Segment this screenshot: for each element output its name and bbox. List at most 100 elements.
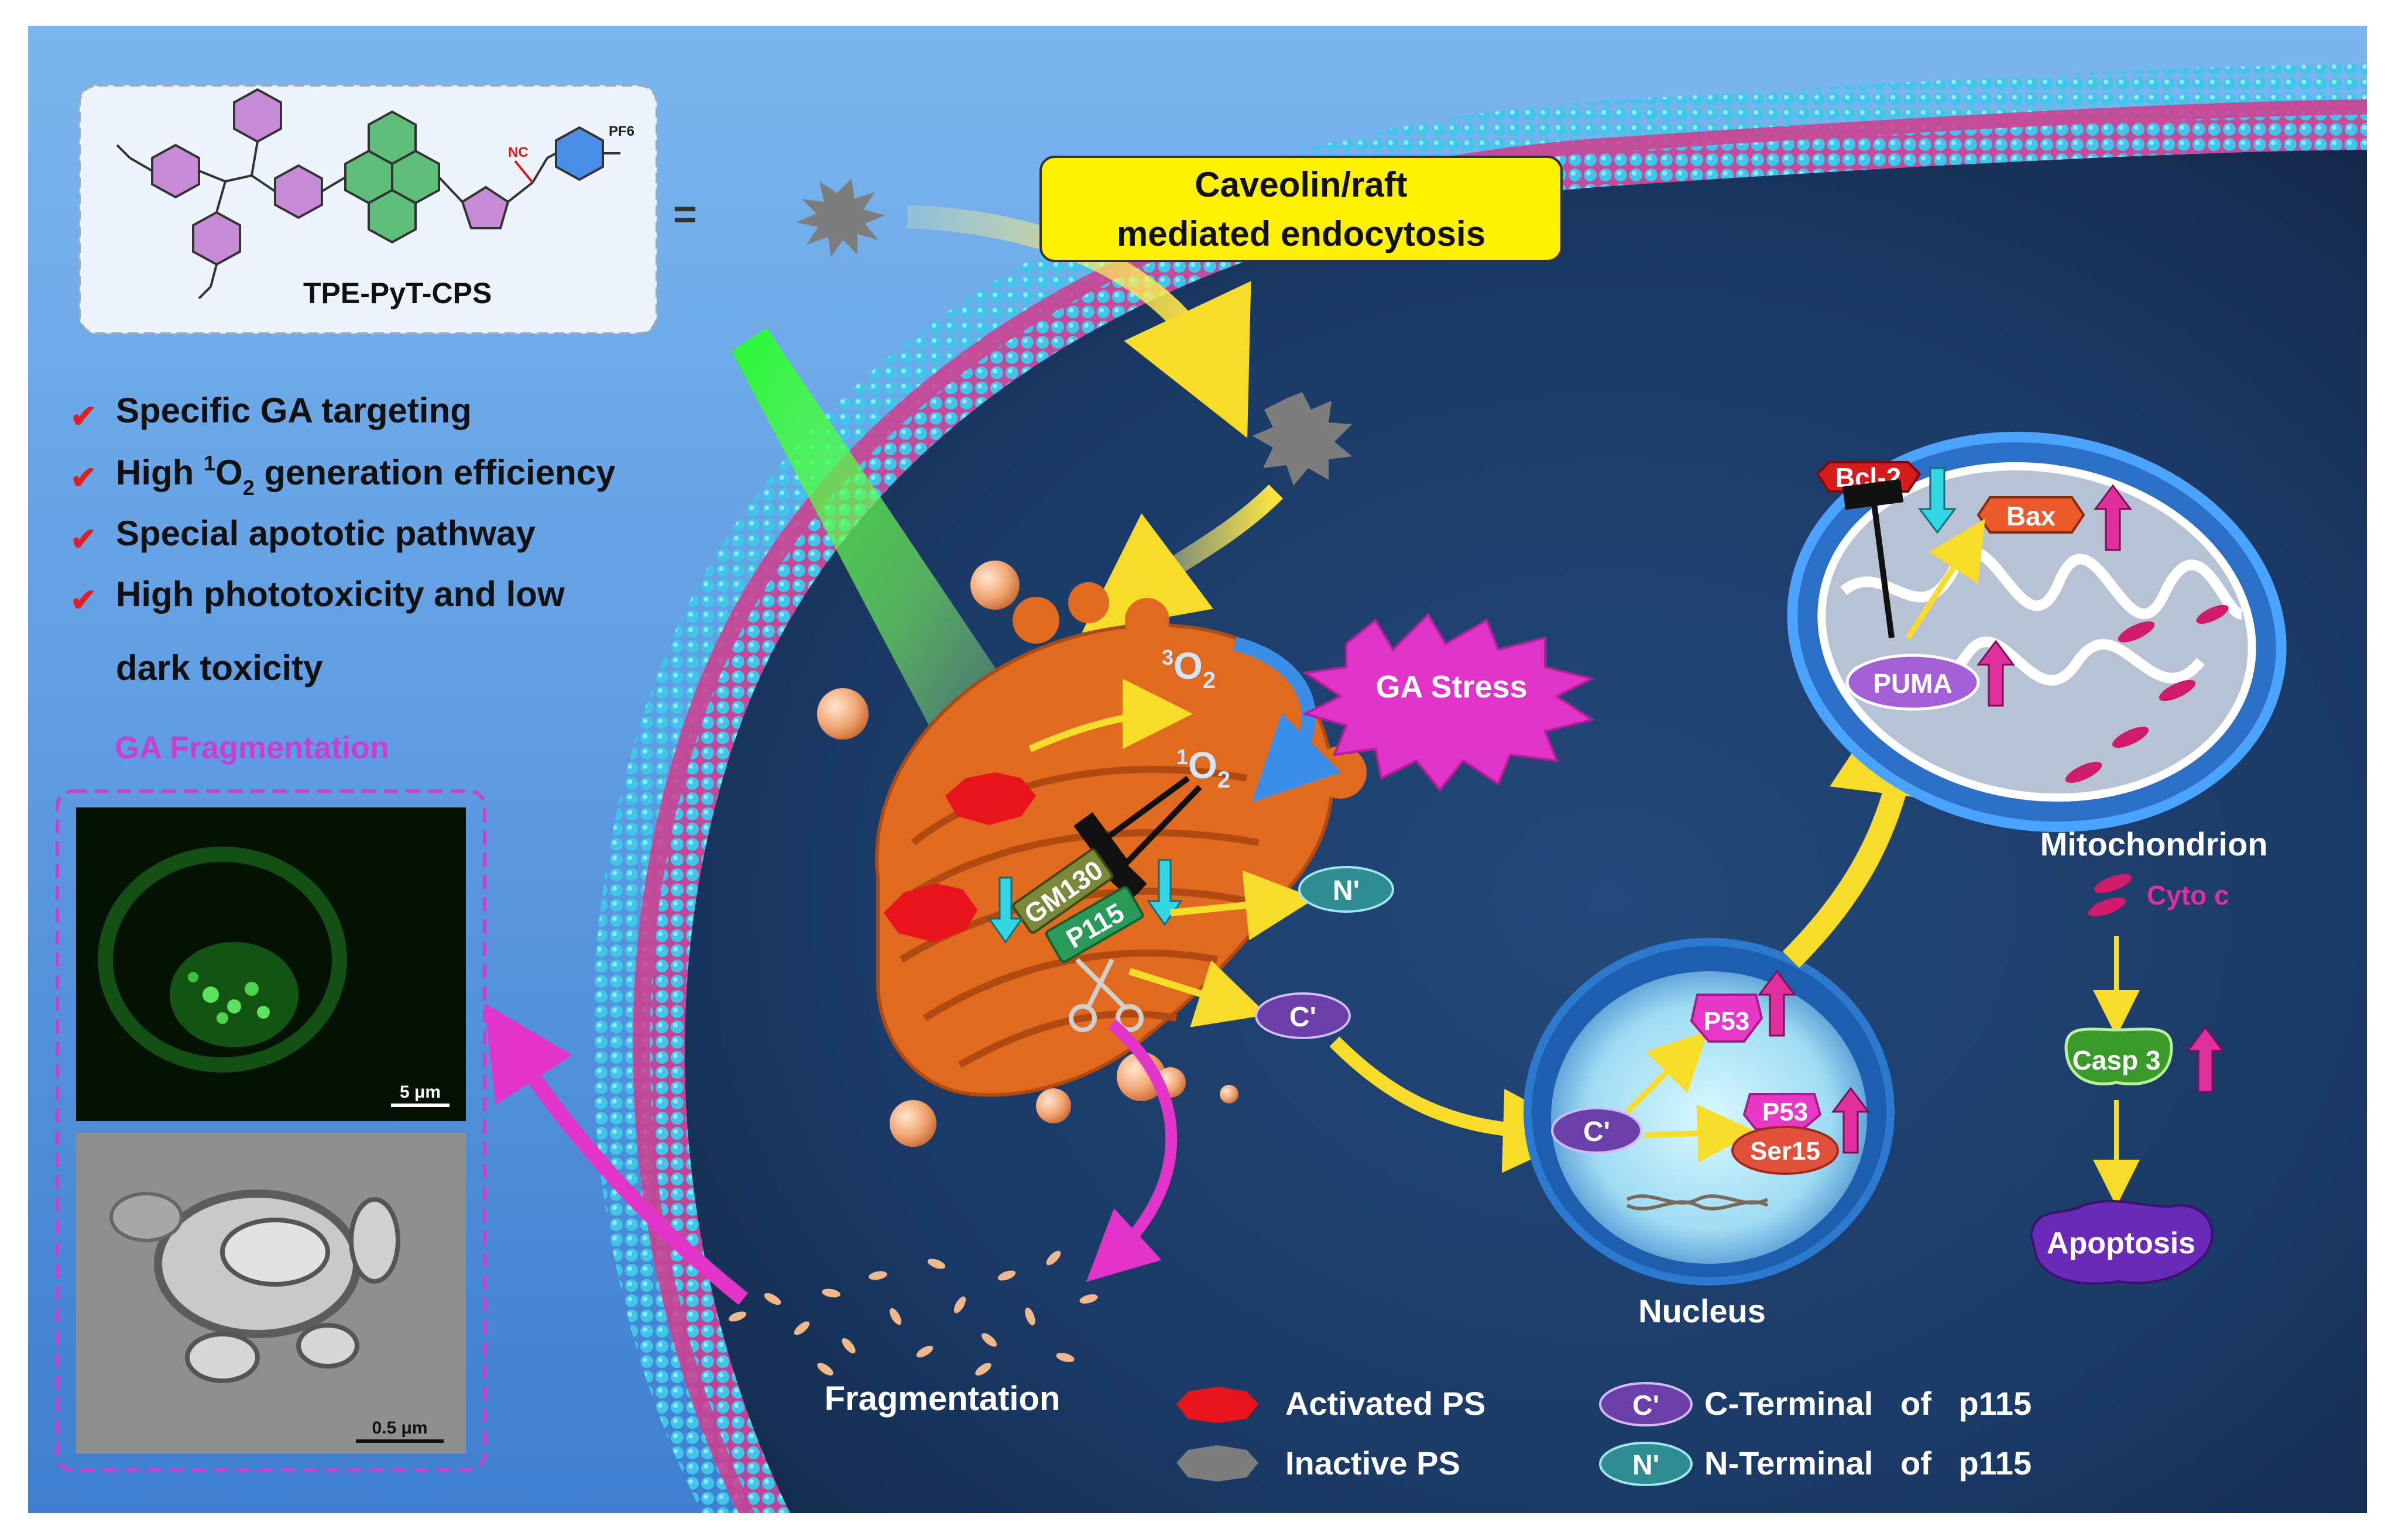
- feature-item: ✔ Special apototic pathway: [70, 514, 536, 557]
- cyto-c-particles: [2065, 604, 2229, 783]
- molecule-structure: [116, 88, 620, 300]
- legend-item: Activated PS: [1176, 1385, 1485, 1423]
- casp3-label: Casp 3: [2073, 1045, 2161, 1075]
- light-beam: [732, 328, 1030, 784]
- n-terminal-chip: N': [1298, 866, 1394, 913]
- up-arrow-icon: [1758, 970, 1796, 1037]
- feature-item: ✔ High phototoxicity and low: [70, 575, 565, 618]
- activated-ps-icon: [1176, 1387, 1258, 1423]
- feature-item: ✔ Specific GA targeting: [70, 391, 472, 434]
- features-list: ✔ Specific GA targeting ✔ High 1O2 gener…: [70, 391, 616, 688]
- n-terminal-label: N': [1333, 875, 1360, 906]
- n-terminal-arrow: [1170, 870, 1316, 940]
- puma-inhibits-bcl2: [1842, 479, 1904, 638]
- endocytosis-line2: mediated endocytosis: [1117, 214, 1485, 253]
- puma-tag: PUMA: [1845, 654, 1980, 711]
- fragmentation-label: Fragmentation: [825, 1380, 1061, 1418]
- p53-label: P53: [1704, 1007, 1749, 1036]
- ga-stress-burst: GA Stress: [1302, 612, 1595, 792]
- bax-tag: Bax: [1977, 496, 2085, 534]
- check-icon: ✔: [70, 460, 97, 496]
- legend-label: C-Terminal of p115: [1704, 1385, 2032, 1422]
- down-arrow-icon: [987, 876, 1024, 944]
- tem-image: 0.5 μm: [76, 1133, 466, 1453]
- legend-label: Inactive PS: [1285, 1445, 1460, 1481]
- ser15-label: Ser15: [1750, 1137, 1820, 1166]
- molecule-name: TPE-PyT-CPS: [303, 277, 492, 310]
- nucleus-c-terminal-label: C': [1583, 1116, 1610, 1147]
- puma-label: PUMA: [1873, 668, 1952, 699]
- feature-text: Specific GA targeting: [116, 391, 472, 430]
- scissors-icon: [1069, 958, 1144, 1032]
- check-icon: ✔: [70, 399, 97, 434]
- legend-item: C' C-Terminal of p115: [1599, 1382, 2032, 1426]
- c-terminal-to-nucleus-arrow: [1329, 1036, 1587, 1173]
- inactive-ps-icon: [1253, 392, 1352, 486]
- inactive-ps-icon: [796, 178, 885, 257]
- mitochondrion-label: Mitochondrion: [2040, 826, 2268, 862]
- nucleus-c-terminal-chip: C': [1551, 1107, 1642, 1154]
- cyto-c-icon: [2088, 874, 2132, 917]
- ros-cycle-arrow: [1233, 637, 1341, 802]
- scale-bar-label-bottom: 0.5 μm: [372, 1418, 427, 1438]
- singlet-oxygen: 1O2: [1176, 744, 1230, 793]
- legend-symbol: N': [1632, 1450, 1659, 1481]
- equals-sign: =: [673, 191, 697, 237]
- bcl2-label: Bcl-2: [1835, 462, 1901, 493]
- legend-label: Activated PS: [1285, 1385, 1485, 1422]
- inhibition-p115: [1089, 785, 1202, 901]
- c-terminal-chip: C': [1255, 992, 1351, 1039]
- up-arrow-icon: [2186, 1026, 2225, 1093]
- c-terminal-arrow: [1128, 960, 1268, 1027]
- golgi-fragmentation-arrow: [1086, 1019, 1178, 1282]
- feature-text: High phototoxicity and low: [116, 575, 565, 614]
- casp3-tag: Casp 3: [2064, 1027, 2173, 1085]
- fluorescence-image: 5 μm: [76, 807, 466, 1121]
- counterion-label: PF6: [609, 123, 634, 139]
- bax-label: Bax: [2006, 501, 2056, 531]
- bcl2-tag: Bcl-2: [1816, 461, 1922, 493]
- ga-fragmentation-title: GA Fragmentation: [115, 730, 389, 765]
- p53-ser15-tag: P53 Ser15: [1731, 1093, 1839, 1175]
- legend-item: N' N-Terminal of p115: [1599, 1442, 2032, 1486]
- up-arrow-icon: [1831, 1087, 1870, 1154]
- feature-text: Special apototic pathway: [116, 514, 536, 553]
- activated-ps-icon: [945, 772, 1036, 825]
- feature-text: High 1O2 generation efficiency: [116, 451, 616, 500]
- feature-item: ✔ High 1O2 generation efficiency: [70, 451, 616, 500]
- excitation-arrow: [1028, 679, 1193, 752]
- nucleus-label: Nucleus: [1638, 1292, 1766, 1329]
- check-icon: ✔: [70, 583, 97, 618]
- cyto-c-label: Cyto c: [2147, 880, 2229, 910]
- p53-tag: P53: [1690, 994, 1763, 1043]
- vesicles: [817, 561, 1238, 1147]
- inactive-ps-icon: [1176, 1445, 1258, 1481]
- c-terminal-label: C': [1289, 1002, 1316, 1033]
- check-icon: ✔: [70, 522, 97, 557]
- endocytosis-line1: Caveolin/raft: [1195, 165, 1407, 204]
- ga-stress-label: GA Stress: [1375, 669, 1527, 704]
- legend-label: N-Terminal of p115: [1704, 1445, 2032, 1481]
- c-to-p53-arrow: [1625, 1030, 1708, 1114]
- activated-ps-icon: [884, 884, 977, 942]
- up-arrow-icon: [1977, 640, 2015, 707]
- ga-fragmentation-frame: [56, 789, 486, 1472]
- legend-symbol: C': [1632, 1390, 1659, 1421]
- c-to-p53-ser15-arrow: [1644, 1104, 1756, 1163]
- feature-text-continued: dark toxicity: [116, 648, 323, 688]
- golgi-fragments: [728, 1250, 1098, 1376]
- golgi-entry-arrow: [1082, 484, 1284, 633]
- apoptosis-tag: Apoptosis: [2029, 1200, 2214, 1285]
- endocytosis-box: Caveolin/raft mediated endocytosis: [1039, 156, 1563, 262]
- nitrile-label: NC: [508, 145, 529, 160]
- up-arrow-icon: [2094, 484, 2132, 551]
- scale-bar-label-top: 5 μm: [400, 1082, 441, 1102]
- p53-phospho-label: P53: [1762, 1098, 1808, 1126]
- apoptosis-label: Apoptosis: [2047, 1226, 2195, 1260]
- molecule-panel: NC PF6 TPE-PyT-CPS =: [78, 84, 697, 335]
- inhibition-gm130: [1073, 775, 1190, 874]
- legend-item: Inactive PS: [1176, 1445, 1460, 1481]
- legend: Activated PS Inactive PS C' C-Terminal o…: [1176, 1382, 2032, 1486]
- fragmentation-to-image-arrow: [484, 1003, 749, 1305]
